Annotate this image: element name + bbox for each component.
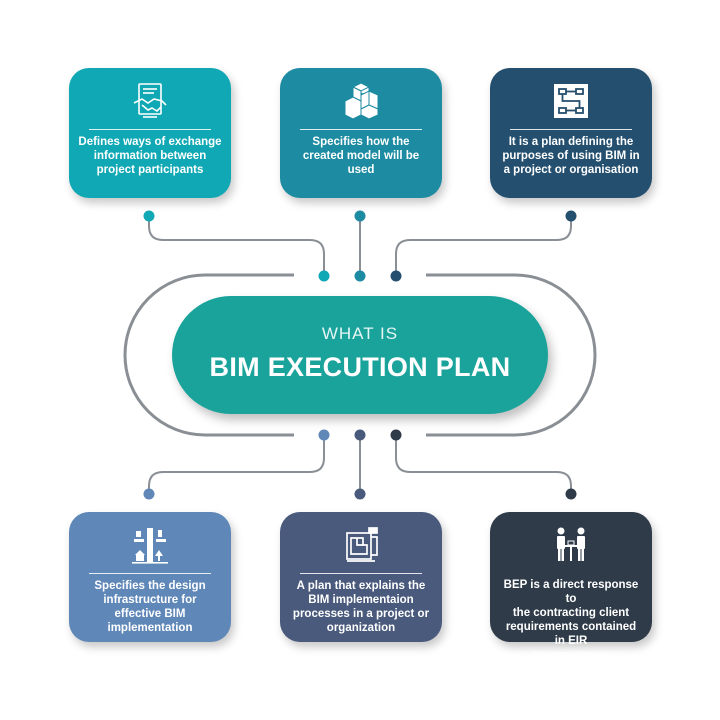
dot-top-center-hub [354,270,366,282]
card-text: A plan that explains the BIM implementai… [292,580,430,634]
title-kicker: WHAT IS [321,324,399,343]
card-text: Specifies how the created model will be … [302,136,420,176]
card-divider [510,129,632,130]
connector-top-right [395,216,572,276]
frame-arc-right [426,273,597,437]
card-design-infrastructure: Specifies the design infrastructure for … [69,512,231,642]
frame-arc-top [123,273,294,437]
card-text: BEP is a direct response to the contract… [503,579,639,647]
dot-top-center-card [354,210,366,222]
center-title-pill: WHAT IS BIM EXECUTION PLAN [172,296,548,414]
card-divider [89,129,211,130]
dot-bottom-right-card [565,488,577,500]
connector-bottom-left [148,435,325,494]
card-subtext: (Employers information Requirements) [532,649,610,667]
handshake-document-icon [130,81,170,121]
dot-bottom-left-hub [318,429,330,441]
card-exchange-information: Defines ways of exchange information bet… [69,68,231,198]
card-text: Defines ways of exchange information bet… [78,136,222,176]
stacked-cubes-icon [341,81,381,121]
card-text: It is a plan defining the purposes of us… [502,136,640,176]
blueprint-plan-icon [341,525,381,565]
card-divider [89,573,211,574]
meeting-people-icon [551,525,591,565]
card-eir-response: BEP is a direct response to the contract… [490,512,652,667]
dot-bottom-left-card [143,488,155,500]
card-model-usage: Specifies how the created model will be … [280,68,442,198]
dot-top-right-hub [390,270,402,282]
dot-bottom-center-card [354,488,366,500]
dot-bottom-right-hub [390,429,402,441]
flowchart-icon [551,81,591,121]
card-implementation-processes: A plan that explains the BIM implementai… [280,512,442,642]
dot-top-right-card [565,210,577,222]
city-infrastructure-icon [130,525,170,565]
card-plan-purposes: It is a plan defining the purposes of us… [490,68,652,198]
card-divider [300,129,422,130]
dot-bottom-center-hub [354,429,366,441]
title-main: BIM EXECUTION PLAN [209,352,511,382]
dot-top-left-card [143,210,155,222]
card-text: Specifies the design infrastructure for … [94,580,206,634]
connector-top-left [148,216,325,276]
dot-top-left-hub [318,270,330,282]
card-divider [300,573,422,574]
connector-bottom-right [395,435,572,494]
